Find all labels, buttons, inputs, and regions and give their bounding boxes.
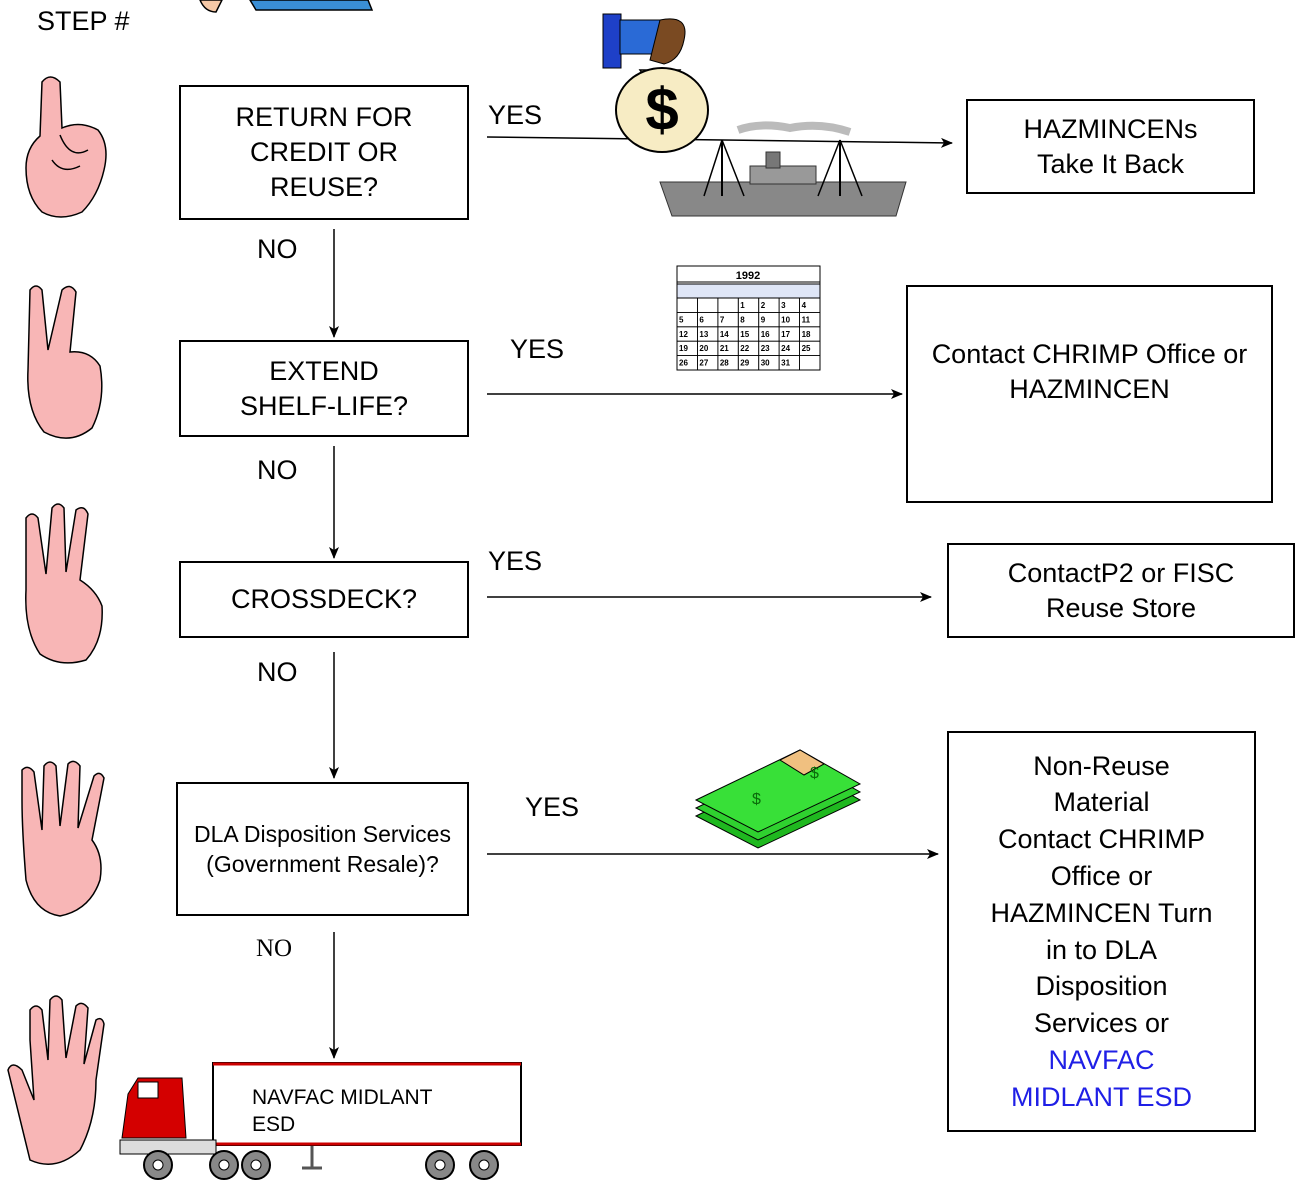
yes-label-4: YES xyxy=(525,792,580,822)
calendar-day: 16 xyxy=(761,330,770,339)
calendar-day: 25 xyxy=(802,344,811,353)
ship-icon xyxy=(659,121,907,217)
calendar-day: 10 xyxy=(781,315,790,324)
question-text-1: RETURN FOR CREDIT OR REUSE? xyxy=(235,102,413,202)
outcome-line: Material xyxy=(1053,787,1150,818)
calendar-day: 17 xyxy=(781,330,790,339)
no-label-3: NO xyxy=(257,657,298,687)
calendar-year: 1992 xyxy=(736,270,760,282)
outcome-line: Disposition xyxy=(1035,971,1168,1002)
calendar-day: 15 xyxy=(740,330,749,339)
calendar-day: 9 xyxy=(761,315,766,324)
calendar-day: 4 xyxy=(802,301,807,310)
calendar-day: 6 xyxy=(699,315,704,324)
hand-one-finger-icon xyxy=(25,76,107,218)
question-box-1: RETURN FOR CREDIT OR REUSE? xyxy=(179,85,469,220)
calendar-day: 2 xyxy=(761,301,766,310)
calendar-day: 31 xyxy=(781,359,790,368)
outcome-box-1: HAZMINCENs Take It Back xyxy=(966,99,1255,194)
yes-label-1: YES xyxy=(488,100,543,130)
calendar-day: 23 xyxy=(761,344,770,353)
truck-label-line2: ESD xyxy=(252,1113,296,1132)
outcome-line: Non-Reuse xyxy=(1033,750,1170,781)
calendar-day: 29 xyxy=(740,359,749,368)
outcome-text-3: ContactP2 or FISC Reuse Store xyxy=(1007,557,1235,623)
calendar-day: 27 xyxy=(699,359,708,368)
calendar-day: 24 xyxy=(781,344,790,353)
calendar-day: 22 xyxy=(740,344,749,353)
outcome-text-1: HAZMINCENs Take It Back xyxy=(1023,113,1198,179)
calendar-day: 28 xyxy=(720,359,729,368)
calendar-day: 18 xyxy=(802,330,811,339)
outcome-box-3: ContactP2 or FISC Reuse Store xyxy=(947,543,1295,638)
calendar-cell xyxy=(799,355,821,371)
calendar-day: 5 xyxy=(679,315,684,324)
svg-text:$: $ xyxy=(810,765,819,782)
outcome-line: Contact CHRIMP xyxy=(997,824,1206,855)
calendar-day: 20 xyxy=(699,344,708,353)
calendar-day: 26 xyxy=(679,359,688,368)
calendar-day: 12 xyxy=(679,330,688,339)
question-text-2: EXTEND SHELF-LIFE? xyxy=(239,355,409,421)
calendar-day: 21 xyxy=(720,344,729,353)
question-box-2: EXTEND SHELF-LIFE? xyxy=(179,340,469,437)
question-box-3: CROSSDECK? xyxy=(179,561,469,638)
outcome-box-4: Non-Reuse Material Contact CHRIMP Office… xyxy=(947,731,1256,1132)
hand-five-fingers-icon xyxy=(7,995,105,1165)
hand-two-fingers-icon xyxy=(27,285,103,439)
step-header: STEP # xyxy=(37,6,130,36)
yes-label-2: YES xyxy=(510,334,565,364)
outcome-line: in to DLA xyxy=(1045,934,1158,965)
outcome-line: Services or xyxy=(1033,1008,1170,1039)
calendar-day: 8 xyxy=(740,315,745,324)
svg-text:$: $ xyxy=(645,76,678,143)
no-label-1: NO xyxy=(257,234,298,264)
outcome-box-2: Contact CHRIMP Office or HAZMINCEN xyxy=(906,285,1273,503)
svg-text:$: $ xyxy=(752,791,761,808)
cash-stack-icon: $ $ xyxy=(694,749,862,849)
hand-three-fingers-icon xyxy=(25,503,103,664)
no-label-2: NO xyxy=(257,455,298,485)
calendar-day: 11 xyxy=(802,315,811,324)
no-label-4: NO xyxy=(256,935,293,962)
truck-label-line1: NAVFAC MIDLANT xyxy=(252,1086,433,1109)
money-bag-icon: $ xyxy=(602,13,709,153)
yes-label-3: YES xyxy=(488,546,543,576)
connectors xyxy=(329,136,953,1059)
truck-icon xyxy=(119,1062,522,1180)
truck-label: NAVFAC MIDLANT ESD xyxy=(252,1084,512,1132)
hand-four-fingers-icon xyxy=(21,760,105,917)
calendar-day: 7 xyxy=(720,315,725,324)
calendar-day: 30 xyxy=(761,359,770,368)
pointing-hand-icon xyxy=(199,0,374,13)
question-text-3: CROSSDECK? xyxy=(230,584,418,614)
yes-arrow-1 xyxy=(486,136,953,148)
calendar-day: 1 xyxy=(740,301,745,310)
question-text-4: DLA Disposition Services (Government Res… xyxy=(194,821,451,877)
navfac-link-line[interactable]: MIDLANT ESD xyxy=(1010,1081,1193,1112)
calendar-day: 13 xyxy=(699,330,708,339)
navfac-link-line[interactable]: NAVFAC xyxy=(1048,1044,1155,1075)
calendar-day: 19 xyxy=(679,344,688,353)
calendar-day: 3 xyxy=(781,301,786,310)
outcome-text-2: Contact CHRIMP Office or HAZMINCEN xyxy=(931,339,1248,404)
calendar-day: 14 xyxy=(720,330,729,339)
outcome-line: Office or xyxy=(1050,860,1153,891)
question-box-4: DLA Disposition Services (Government Res… xyxy=(176,782,469,916)
outcome-line: HAZMINCEN Turn xyxy=(990,897,1213,928)
